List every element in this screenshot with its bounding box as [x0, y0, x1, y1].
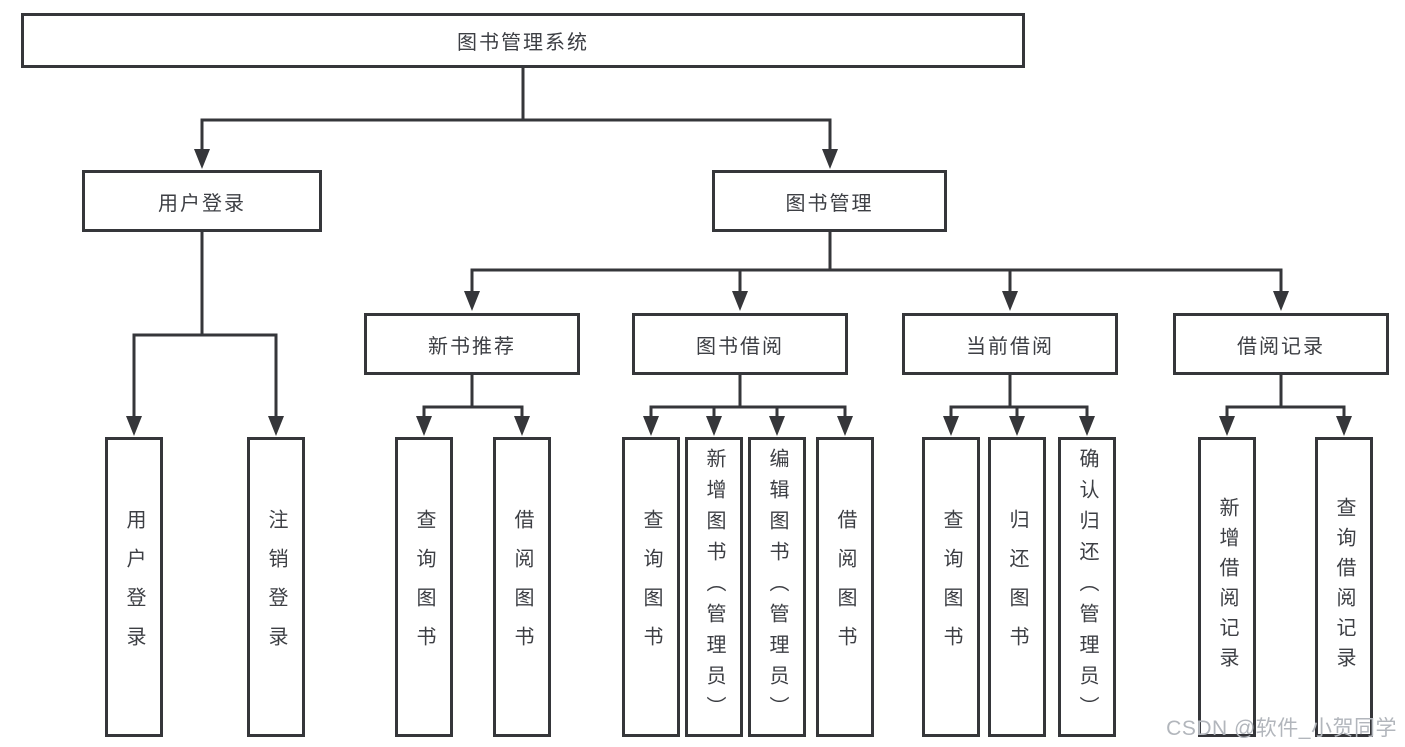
node-label: 图书借阅: [696, 335, 784, 358]
node-label: 借阅图书: [834, 509, 856, 665]
leaf-edit-books-admin: 编辑图书（管理员）: [748, 437, 806, 737]
leaf-logout-login: 注销登录: [247, 437, 305, 737]
leaf-confirm-return-admin: 确认归还（管理员）: [1058, 437, 1116, 737]
leaf-query-books-borrowing: 查询图书: [622, 437, 680, 737]
node-label: 归还图书: [1006, 509, 1028, 665]
node-label: 编辑图书（管理员）: [766, 447, 788, 727]
node-label: 新增图书（管理员）: [703, 447, 725, 727]
leaf-borrow-books-recommend: 借阅图书: [493, 437, 551, 737]
leaf-user-login: 用户登录: [105, 437, 163, 737]
node-library-management-system: 图书管理系统: [21, 13, 1025, 68]
node-label: 图书管理: [785, 192, 874, 215]
leaf-add-borrow-record: 新增借阅记录: [1198, 437, 1256, 737]
leaf-add-books-admin: 新增图书（管理员）: [685, 437, 743, 737]
leaf-query-borrow-record: 查询借阅记录: [1315, 437, 1373, 737]
node-label: 当前借阅: [966, 335, 1054, 358]
node-label: 用户登录: [123, 509, 145, 665]
node-label: 查询图书: [640, 509, 662, 665]
node-label: 查询借阅记录: [1333, 497, 1355, 677]
node-label: 查询图书: [940, 509, 962, 665]
leaf-borrow-books-borrowing: 借阅图书: [816, 437, 874, 737]
node-label: 用户登录: [158, 192, 246, 215]
node-book-management: 图书管理: [712, 170, 947, 232]
node-label: 确认归还（管理员）: [1076, 447, 1098, 727]
node-user-login: 用户登录: [82, 170, 322, 232]
node-new-book-recommendation: 新书推荐: [364, 313, 580, 375]
node-current-borrowing: 当前借阅: [902, 313, 1118, 375]
node-book-borrowing: 图书借阅: [632, 313, 848, 375]
node-label: 查询图书: [413, 509, 435, 665]
leaf-query-books-current: 查询图书: [922, 437, 980, 737]
node-borrowing-records: 借阅记录: [1173, 313, 1389, 375]
leaf-return-books: 归还图书: [988, 437, 1046, 737]
node-label: 图书管理系统: [457, 32, 589, 54]
node-label: 借阅图书: [511, 509, 533, 665]
leaf-query-books-recommend: 查询图书: [395, 437, 453, 737]
node-label: 新增借阅记录: [1216, 497, 1238, 677]
node-label: 新书推荐: [428, 335, 516, 358]
watermark-text: CSDN @软件_小贺同学: [1166, 717, 1397, 740]
node-label: 注销登录: [265, 509, 287, 665]
node-label: 借阅记录: [1237, 335, 1325, 358]
